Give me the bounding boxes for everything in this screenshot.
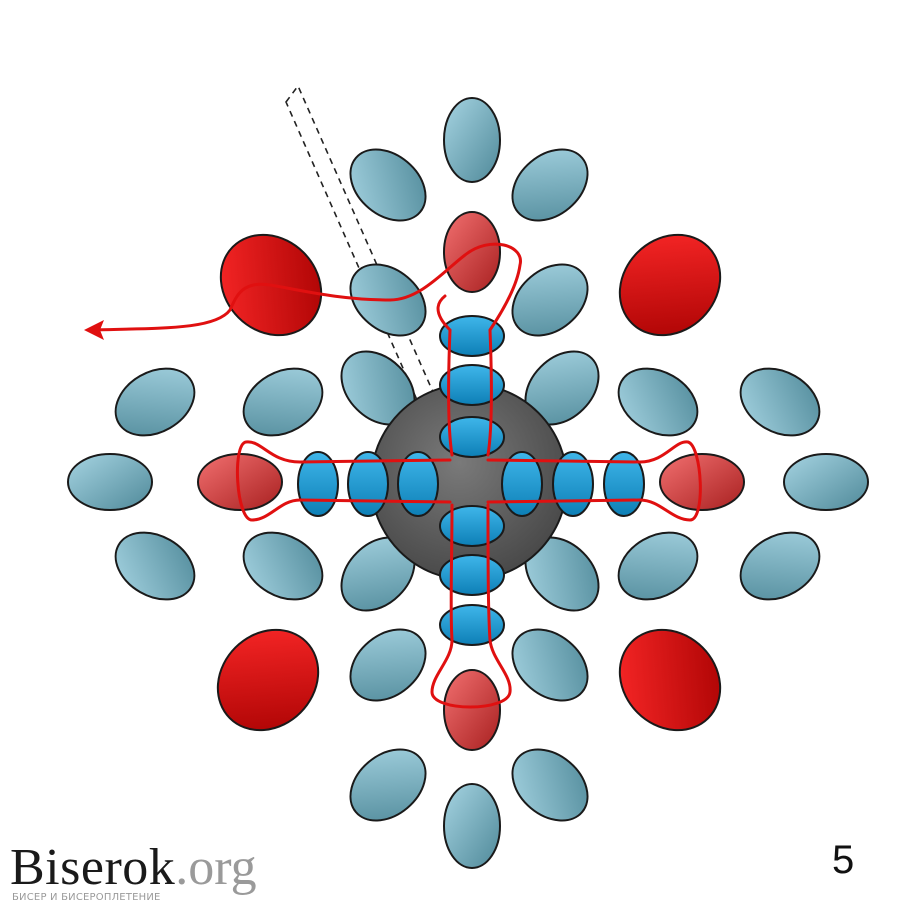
light-blue-bead bbox=[511, 148, 589, 222]
light-blue-bead bbox=[67, 453, 153, 511]
thread-left-loop bbox=[236, 440, 452, 522]
light-blue-bead bbox=[739, 531, 821, 601]
thread bbox=[88, 242, 702, 709]
light-blue-bead bbox=[349, 148, 427, 222]
thread-top-loop bbox=[388, 242, 522, 457]
light-blue-bead bbox=[242, 367, 324, 437]
blue-seed-bead bbox=[439, 364, 505, 406]
light-blue-bead bbox=[617, 531, 699, 601]
red-beads bbox=[197, 211, 745, 751]
site-logo: Biserok.org БИСЕР И БИСЕРОПЛЕТЕНИЕ bbox=[10, 838, 257, 903]
logo-subtitle: БИСЕР И БИСЕРОПЛЕТЕНИЕ bbox=[12, 892, 161, 903]
red-bead bbox=[216, 628, 320, 732]
red-bead bbox=[618, 628, 722, 732]
light-blue-bead bbox=[511, 263, 589, 337]
light-blue-bead bbox=[443, 783, 501, 869]
thread-direction-arrow-icon bbox=[84, 320, 104, 340]
red-bead bbox=[659, 453, 745, 511]
light-blue-bead bbox=[114, 531, 196, 601]
logo-main-text: Biserok bbox=[10, 839, 176, 896]
logo-tld-text: .org bbox=[175, 839, 257, 896]
blue-seed-bead bbox=[439, 554, 505, 596]
thread-right-loop bbox=[486, 440, 702, 522]
thread-bottom-loop bbox=[430, 503, 512, 709]
light-blue-bead bbox=[511, 748, 589, 822]
light-blue-bead bbox=[349, 628, 427, 702]
step-number: 5 bbox=[832, 838, 855, 882]
light-blue-bead bbox=[443, 97, 501, 183]
blue-seed-bead bbox=[439, 505, 505, 547]
light-blue-bead bbox=[783, 453, 869, 511]
light-blue-bead bbox=[349, 748, 427, 822]
light-blue-bead bbox=[511, 628, 589, 702]
light-blue-bead bbox=[114, 367, 196, 437]
blue-seed-bead bbox=[439, 315, 505, 357]
thread-exit-strand bbox=[88, 282, 392, 332]
light-blue-bead bbox=[242, 531, 324, 601]
red-bead bbox=[618, 233, 722, 337]
light-blue-bead bbox=[739, 367, 821, 437]
red-bead bbox=[443, 669, 501, 751]
blue-seed-bead bbox=[439, 604, 505, 646]
light-blue-bead bbox=[617, 367, 699, 437]
light-blue-beads bbox=[67, 97, 869, 869]
